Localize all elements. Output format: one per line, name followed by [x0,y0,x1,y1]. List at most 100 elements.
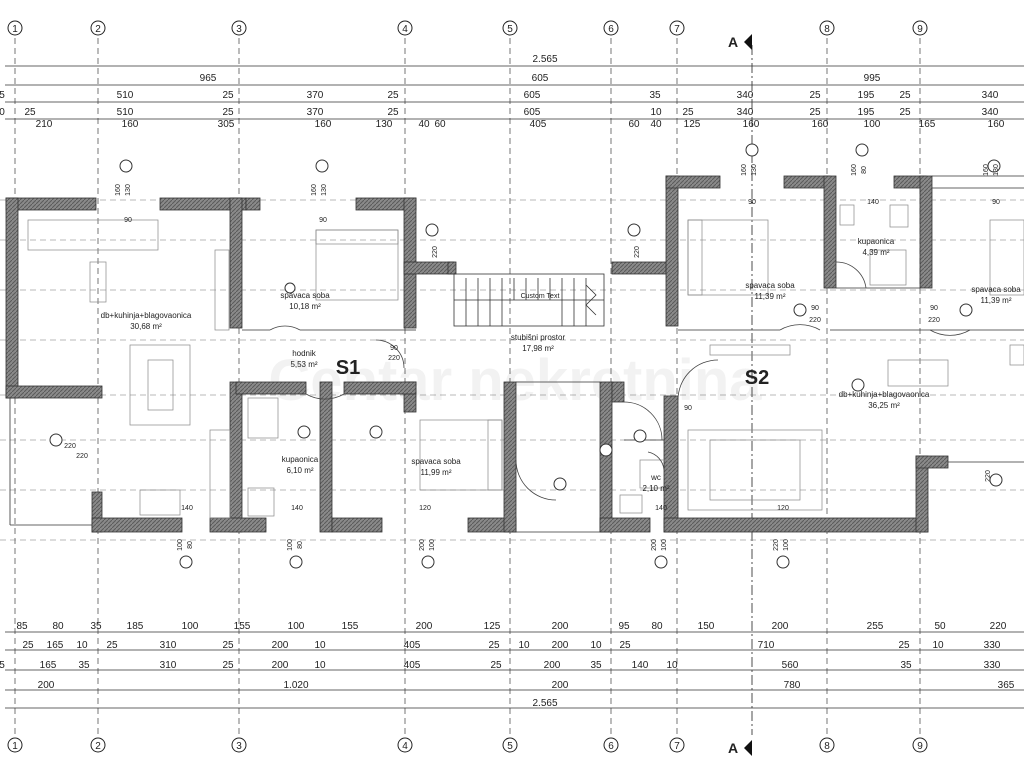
opening-annotations: 90 90 90 140 90 160 130 160 130 160 130 … [64,164,1000,551]
dim-text: 195 [858,107,875,118]
dim-text: 25 [619,640,631,651]
dim-text: 200 [552,680,569,691]
dim-text: 405 [404,640,421,651]
dim-text: 10 [76,640,88,651]
walls [5,175,949,533]
dim-text: 5 [0,90,5,101]
dim-text: 0 [0,107,5,118]
window-height: 80 [297,541,304,549]
dim-text: 60 [434,119,446,130]
window-height: 160 [741,164,748,176]
dim-text: 255 [867,621,884,632]
window-height: 130 [993,164,1000,176]
dim-text: 35 [590,660,602,671]
axis-label: 8 [824,741,830,752]
window-height: 80 [861,166,868,174]
dim-text: 305 [218,119,235,130]
dim-text: 100 [288,621,305,632]
window-height: 100 [287,539,294,551]
window-width: 140 [655,505,667,512]
dim-text: 25 [22,640,34,651]
window-height: 200 [651,539,658,551]
window-height: 100 [783,539,790,551]
top-dimension-lines [5,65,1024,120]
dim-text: 185 [127,621,144,632]
dim-text: 10 [666,660,678,671]
dim-text: 710 [758,640,775,651]
dim-text: 25 [488,640,500,651]
grid-axes [14,38,921,735]
door-width: 90 [811,305,819,312]
dim-text: 80 [651,621,663,632]
dim-text: 10 [932,640,944,651]
window-height: 130 [321,184,328,196]
dim-text: 95 [618,621,630,632]
window-height: 160 [983,164,990,176]
dim-text: 140 [632,660,649,671]
door-height: 220 [985,470,992,482]
window-height: 160 [311,184,318,196]
dim-text: 25 [387,90,399,101]
room-area: 5,53 m² [290,360,317,369]
unit-label-s1: S1 [336,357,360,379]
axis-label: 7 [674,741,680,752]
door-width: 90 [684,405,692,412]
dim-text: 310 [160,660,177,671]
dim-text: 130 [376,119,393,130]
window-height: 100 [177,539,184,551]
bottom-dimension-lines [5,631,1024,709]
dim-text: 25 [809,107,821,118]
furniture [27,204,1024,519]
dim-text: 605 [524,90,541,101]
dim-text: 25 [106,640,118,651]
dim-text: 160 [122,119,139,130]
dim-text: 165 [47,640,64,651]
dim-text: 995 [864,73,881,84]
axis-label: 4 [402,741,408,752]
dim-text: 200 [552,621,569,632]
window-height: 160 [115,184,122,196]
dim-text: 25 [809,90,821,101]
room-name: stubišni prostor [511,333,566,342]
axis-bubbles-top [7,20,928,36]
axis-label: 1 [12,24,18,35]
dim-text: 10 [314,660,326,671]
axis-label: 8 [824,24,830,35]
opening-markers [49,143,1003,569]
dim-text: 200 [38,680,55,691]
dim-text: 100 [182,621,199,632]
dim-text: 200 [416,621,433,632]
dim-text: 160 [743,119,760,130]
dim-text: 365 [998,680,1015,691]
dim-text: 25 [222,660,234,671]
dim-text: 510 [117,90,134,101]
axis-label: 6 [608,24,614,35]
window-height: 100 [661,539,668,551]
dim-text: 150 [698,621,715,632]
section-letter: A [728,740,738,756]
dim-text: 340 [982,107,999,118]
dim-text: 160 [812,119,829,130]
dim-text: 200 [272,640,289,651]
dim-text: 405 [404,660,421,671]
axis-label: 9 [917,24,923,35]
staircase [453,273,605,327]
window-height: 80 [187,541,194,549]
dim-text: 10 [650,107,662,118]
room-name: db+kuhinja+blagovaonica [839,390,930,399]
window-width: 90 [992,199,1000,206]
dim-text: 40 [418,119,430,130]
window-width: 120 [777,505,789,512]
dim-text: 35 [649,90,661,101]
axis-label: 2 [95,741,101,752]
door-height: 220 [388,355,400,362]
dim-text: 25 [490,660,502,671]
axis-labels-top: 1 2 3 4 5 6 7 8 9 [12,24,923,35]
dim-text: 340 [737,90,754,101]
dim-text: 340 [982,90,999,101]
dim-text: 25 [222,90,234,101]
dim-text: 210 [36,119,53,130]
dim-text: 780 [784,680,801,691]
window-width: 90 [748,199,756,206]
